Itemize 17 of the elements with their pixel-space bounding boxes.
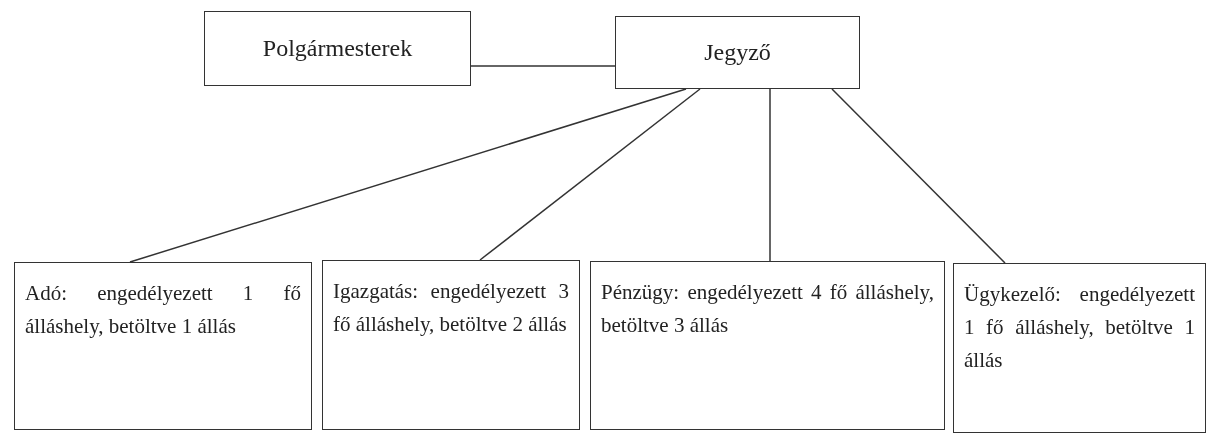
box-label: Jegyző: [704, 38, 771, 67]
org-box: [322, 260, 580, 430]
connector-line: [470, 65, 616, 67]
org-box: [14, 262, 312, 430]
connector-line: [769, 88, 771, 262]
org-box: [204, 11, 471, 86]
org-box: [953, 263, 1206, 433]
org-box: [590, 261, 945, 430]
box-label: Pénzügy: engedélyezett 4 fő álláshely, betöltve 3 állás: [601, 279, 934, 339]
box-label: Adó: engedélyezett 1 fő álláshely, betöltve 1 állás: [25, 280, 301, 340]
connector-line: [479, 88, 701, 261]
box-label: Polgármesterek: [262, 34, 413, 63]
box-label: Ügykezelő: engedélyezett 1 fő álláshely, betöltve 1 állás: [964, 281, 1195, 374]
connector-line: [129, 88, 687, 263]
connector-line: [831, 88, 1006, 264]
org-box: [615, 16, 860, 89]
box-label: Igazgatás: engedélyezett 3 fő álláshely, betöltve 2 állás: [333, 278, 569, 338]
